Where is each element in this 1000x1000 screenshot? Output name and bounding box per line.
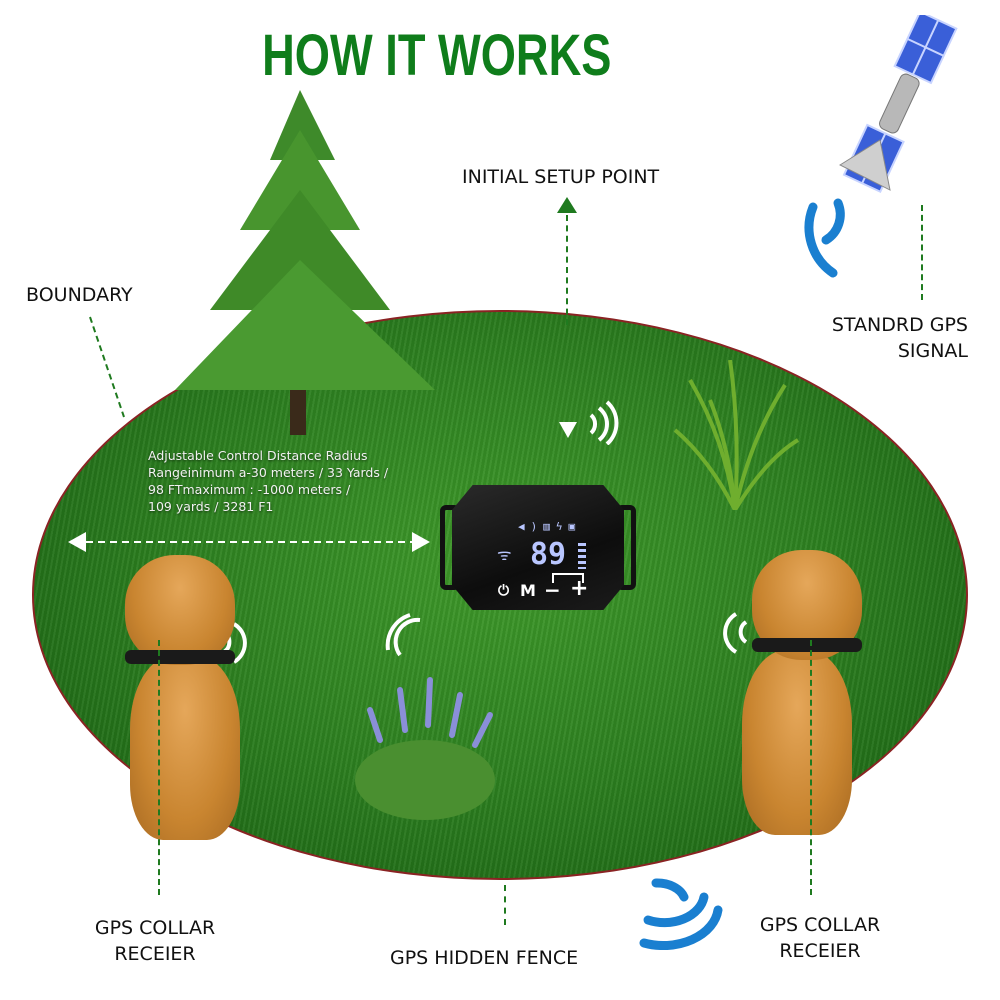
gps-transmitter-device: ◀)▥ϟ▣ ᯤ 89 ⏻ M − +	[440, 485, 636, 610]
collar-right	[752, 638, 862, 652]
hidden-fence-leader	[504, 885, 506, 925]
distance-info-text: Adjustable Control Distance Radius Range…	[148, 448, 389, 514]
page-title: HOW IT WORKS	[262, 23, 612, 88]
device-status-icons: ◀)▥ϟ▣	[518, 520, 581, 533]
signal-waves-center-icon	[380, 610, 425, 665]
radius-double-arrow	[68, 530, 430, 554]
power-button[interactable]: ⏻	[498, 583, 510, 599]
hidden-fence-label: GPS HIDDEN FENCE	[390, 947, 579, 969]
collar-left	[125, 650, 235, 664]
shock-icon: ϟ	[555, 520, 569, 533]
collar-right-leader	[810, 640, 812, 895]
collar-left-leader	[158, 640, 160, 895]
signal-waves-top-icon	[555, 400, 635, 446]
mode-button[interactable]: M	[520, 581, 536, 600]
volume-icon: ◀)	[518, 520, 544, 533]
signal-strength-icon: ᯤ	[497, 545, 512, 564]
boundary-label: BOUNDARY	[26, 284, 133, 306]
plus-button[interactable]: +	[570, 576, 589, 601]
boundary-leader	[88, 315, 128, 420]
device-display-value: 89	[530, 537, 567, 572]
signal-waves-right-dog-icon	[718, 610, 753, 655]
setup-leader	[566, 215, 568, 325]
signal-waves-bottom-icon	[636, 875, 726, 951]
channel-icon	[552, 573, 584, 583]
grass-clump-image	[670, 359, 800, 512]
battery-level-icon	[578, 543, 586, 569]
vibration-icon: ▥	[543, 520, 556, 533]
dog-right-image	[712, 550, 882, 840]
gps-signal-leader	[921, 205, 923, 300]
gps-signal-label: STANDRD GPS SIGNAL	[831, 314, 968, 362]
collar-right-label: GPS COLLAR RECEIER	[759, 914, 881, 962]
tree-image	[175, 90, 445, 440]
dog-left-image	[100, 555, 270, 845]
minus-button[interactable]: −	[544, 578, 561, 602]
satellite-icon	[835, 10, 975, 215]
collar-left-label: GPS COLLAR RECEIER	[94, 917, 216, 965]
setup-arrow-icon	[557, 197, 577, 213]
device-body	[452, 485, 624, 610]
lock-icon: ▣	[568, 520, 582, 533]
initial-setup-label: INITIAL SETUP POINT	[462, 166, 660, 188]
gps-signal-waves-icon	[778, 195, 858, 280]
lavender-bush-image	[330, 670, 520, 820]
